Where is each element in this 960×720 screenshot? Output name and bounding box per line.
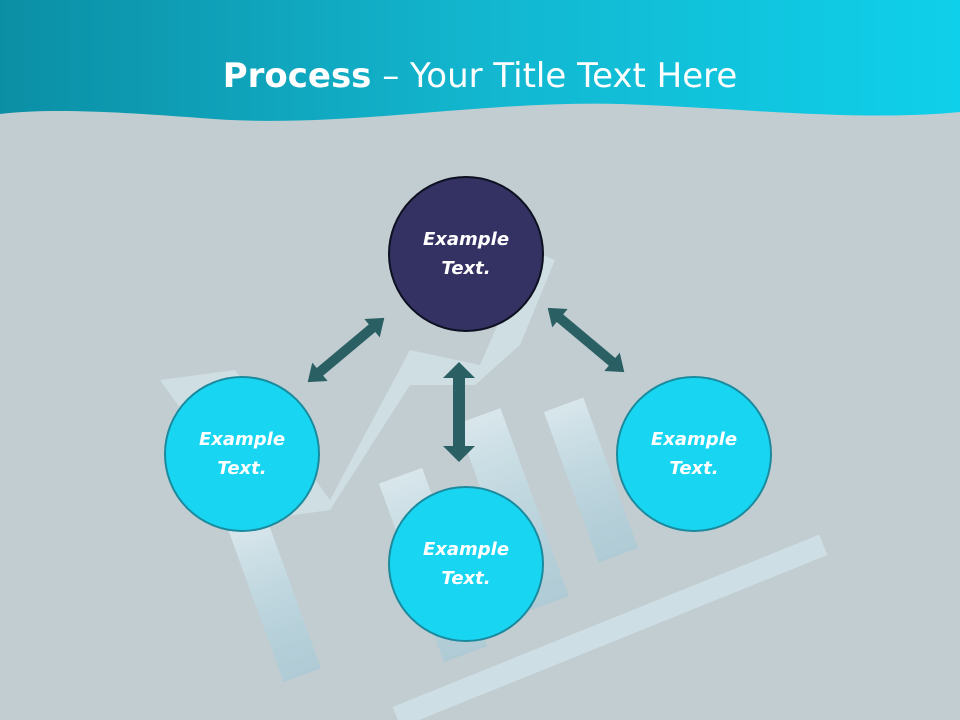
process-step-right-label: Example Text. xyxy=(650,429,738,479)
slide-title: Process – Your Title Text Here xyxy=(0,54,960,98)
arrow-top-right xyxy=(547,307,625,373)
process-step-top: Example Text. xyxy=(388,176,544,332)
process-step-left: Example Text. xyxy=(164,376,320,532)
title-bold: Process xyxy=(222,56,372,96)
process-step-right: Example Text. xyxy=(616,376,772,532)
header-band xyxy=(0,0,960,121)
arrow-top-bottom xyxy=(443,362,475,462)
process-step-bottom-label: Example Text. xyxy=(422,539,510,589)
process-step-left-label: Example Text. xyxy=(198,429,286,479)
process-step-top-label: Example Text. xyxy=(422,229,510,279)
title-rest: – Your Title Text Here xyxy=(371,56,738,96)
arrow-top-left xyxy=(307,317,385,383)
process-step-bottom: Example Text. xyxy=(388,486,544,642)
